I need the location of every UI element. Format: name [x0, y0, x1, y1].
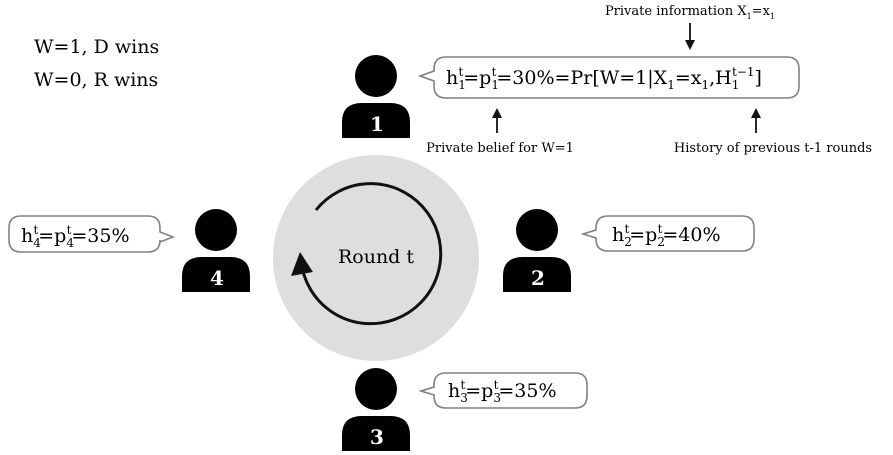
round-label: Round t — [338, 246, 414, 268]
history-label: History of previous t-1 rounds — [674, 141, 872, 156]
subscript: 3 — [493, 391, 501, 405]
person-body — [342, 103, 410, 138]
text-run: =p — [38, 225, 66, 247]
superscript: t — [33, 223, 38, 237]
bubble-text: h4t=p4t=35% — [21, 223, 130, 250]
private-information-label: Private information X1=x1 — [605, 4, 775, 21]
text-run: h — [446, 67, 458, 89]
subscript: 1 — [770, 12, 775, 21]
text-run: =35% — [71, 225, 129, 247]
text-run: h — [21, 225, 33, 247]
person-body — [342, 416, 410, 451]
bubble-text: h3t=p3t=35% — [448, 378, 557, 405]
subscript: 1 — [458, 78, 466, 92]
subscript: 4 — [33, 236, 41, 250]
text-run: =x — [675, 67, 702, 89]
player-number: 1 — [370, 112, 384, 136]
superscript: t — [67, 223, 72, 237]
text-run: ] — [754, 67, 761, 89]
circular-arrow-icon — [299, 182, 443, 326]
person-icon — [195, 209, 237, 251]
person-body — [503, 257, 571, 292]
subscript: 3 — [460, 391, 468, 405]
person-icon — [516, 209, 558, 251]
player-number: 3 — [370, 425, 384, 449]
superscript: t — [658, 222, 663, 236]
legend-d-wins: W=1, D wins — [34, 36, 159, 58]
text-run: ,H — [709, 67, 732, 89]
text-run: =x — [752, 4, 771, 19]
round-circle — [273, 155, 479, 361]
bubble-text: h1t=p1t=30%=Pr[W=1|X1=x1,H1t−1] — [446, 65, 762, 92]
text-run: =30%=Pr[W=1|X — [496, 67, 667, 89]
text-run: h — [612, 224, 624, 246]
person-body — [182, 257, 250, 292]
text-run: =40% — [662, 224, 720, 246]
person-icon — [355, 368, 397, 410]
superscript: t — [492, 65, 497, 79]
subscript: 1 — [732, 78, 740, 92]
circular-arrow-head — [291, 252, 313, 276]
speech-bubble — [417, 56, 800, 99]
subscript: 1 — [667, 78, 675, 92]
subscript: 1 — [702, 78, 710, 92]
subscript: 4 — [66, 236, 74, 250]
subscript: 2 — [624, 235, 632, 249]
subscript: 1 — [747, 12, 752, 21]
text-run: =p — [629, 224, 657, 246]
superscript: t — [624, 222, 629, 236]
superscript: t — [494, 378, 499, 392]
speech-bubble — [418, 372, 588, 409]
text-run: =35% — [498, 380, 556, 402]
text-run: h — [448, 380, 460, 402]
player-3: 3 h3t=p3t=35% — [342, 368, 588, 451]
player-2: 2 h2t=p2t=40% — [503, 209, 755, 292]
subscript: 2 — [657, 235, 665, 249]
bubble-text: h2t=p2t=40% — [612, 222, 721, 249]
superscript: t — [460, 378, 465, 392]
text-run: Private information X — [605, 4, 747, 19]
player-1: 1 h1t=p1t=30%=Pr[W=1|X1=x1,H1t−1] — [342, 55, 800, 138]
speech-bubble — [580, 215, 755, 252]
player-number: 2 — [531, 266, 545, 290]
text-run: =p — [465, 380, 493, 402]
speech-bubble — [8, 215, 176, 253]
text-run: =p — [463, 67, 491, 89]
player-4: 4 h4t=p4t=35% — [8, 209, 250, 292]
superscript: t — [458, 65, 463, 79]
legend-r-wins: W=0, R wins — [34, 69, 158, 91]
private-belief-label: Private belief for W=1 — [426, 141, 574, 156]
person-icon — [355, 55, 397, 97]
subscript: 1 — [491, 78, 499, 92]
superscript: t−1 — [732, 65, 755, 79]
player-number: 4 — [210, 266, 224, 290]
